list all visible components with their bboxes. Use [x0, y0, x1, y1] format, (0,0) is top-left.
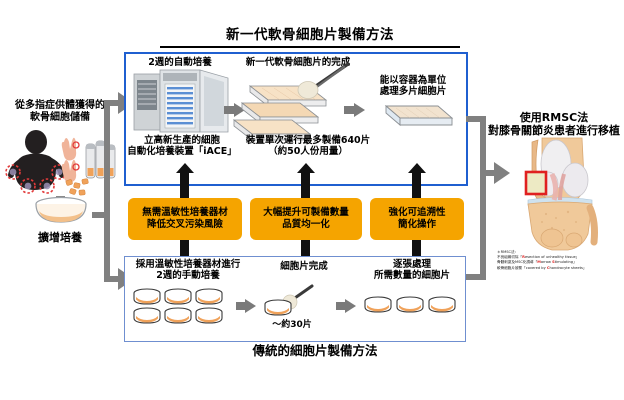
forceps-icon: [282, 62, 352, 106]
benefit-box-2-label: 大幅提升可製備數量 品質均一化: [263, 207, 349, 230]
old-sheet-count-label: ～約30片: [272, 320, 312, 330]
old-step3-label: 逐張處理 所需數量的細胞片: [373, 259, 450, 281]
old-step2-label: 細胞片完成: [280, 261, 328, 272]
old-flow-arrow-2: [345, 299, 356, 313]
source-cells-label: 從多指症供體獲得的 軟骨細胞儲備: [15, 100, 105, 123]
benefit-connector-1-upper: [180, 172, 189, 198]
old-flow-arrow-1-stem: [236, 302, 245, 310]
footnote-rmsc: ＊RMSC法： 不良組織切除「Resection of unhealthy ti…: [497, 250, 623, 271]
old-sheet-dish-icon: [264, 284, 344, 320]
benefit-box-3[interactable]: 強化可追溯性 簡化操作: [370, 198, 464, 240]
left-connector-vertical: [104, 100, 110, 282]
old-flow-arrow-2-stem: [336, 302, 345, 310]
benefit-connector-2-lower: [301, 240, 310, 258]
old-step1-label: 採用溫敏性培養器材進行 2週的手動培養: [135, 259, 241, 281]
benefit-box-1-label: 無需溫敏性培養器材 降低交叉污染風險: [142, 207, 228, 230]
benefit-connector-3-arrowhead: [407, 163, 426, 173]
benefit-box-3-label: 強化可追溯性 簡化操作: [388, 207, 446, 230]
petri-dish-grid-icon: [133, 288, 229, 328]
benefit-connector-2-upper: [301, 172, 310, 198]
new-step3-label: 能以容器為單位 處理多片細胞片: [379, 75, 447, 97]
transplant-title: 使用RMSC法 對膝骨關節炎患者進行移植: [488, 111, 620, 137]
page-title-old-method: 傳統的細胞片製備方法: [252, 343, 378, 358]
donor-silhouette-icon: [5, 128, 118, 198]
single-culture-tray-icon: [372, 100, 456, 140]
new-device-caption: 立高新生產的細胞 自動化培養裝置「iACE」: [127, 135, 237, 157]
footnote-line-1: ＊RMSC法：: [497, 250, 519, 254]
footnote-line-3: 骨髓刺激及MSC化誘導「Marrow Stimulating」: [497, 260, 577, 265]
benefit-box-1[interactable]: 無需溫敏性培養器材 降低交叉污染風險: [128, 198, 242, 240]
new-step1-label: 2週的自動培養: [148, 57, 212, 68]
right-connector-arrow: [494, 162, 510, 184]
right-connector-out-arm: [480, 170, 496, 176]
new-step2-label: 新一代軟骨細胞片的完成: [245, 57, 351, 68]
new-flow-arrow-2-stem: [344, 106, 354, 114]
automated-incubator-photo: [132, 69, 230, 134]
footnote-line-2: 不良組織切除「Resection of unhealthy tissue」: [497, 255, 580, 260]
culture-dish-icon: [32, 196, 90, 230]
footnote-line-4: 軟骨細胞片被覆「covered by Chondrocyte sheets」: [497, 265, 587, 270]
new-flow-arrow-1: [234, 103, 245, 117]
new-flow-arrow-2: [354, 103, 365, 117]
left-connector-top-arm: [104, 100, 120, 106]
new-flow-arrow-1-stem: [224, 106, 234, 114]
lesion-highlight-box: [524, 170, 548, 196]
benefit-box-2[interactable]: 大幅提升可製備數量 品質均一化: [250, 198, 362, 240]
knee-joint-anatomy-illustration: [512, 137, 608, 251]
expansion-culture-label: 擴增培養: [38, 231, 82, 244]
right-connector-bottom-arm: [466, 274, 486, 280]
new-capacity-caption: 裝置單次運行最多製備640片 （約50人份用量）: [245, 135, 371, 157]
benefit-connector-3-upper: [412, 172, 421, 198]
old-result-dishes-icon: [364, 296, 460, 318]
benefit-connector-1-lower: [180, 240, 189, 258]
benefit-connector-1-arrowhead: [175, 163, 194, 173]
cryovial-rack-icon: [85, 140, 116, 179]
benefit-connector-3-lower: [412, 240, 421, 258]
left-connector-stub: [92, 212, 110, 218]
page-title-new-method: 新一代軟骨細胞片製備方法: [160, 27, 460, 48]
right-connector-top-arm: [466, 116, 486, 122]
left-connector-bottom-arm: [104, 276, 120, 282]
right-connector-vertical: [480, 116, 486, 280]
benefit-connector-2-arrowhead: [296, 163, 315, 173]
old-flow-arrow-1: [245, 299, 256, 313]
